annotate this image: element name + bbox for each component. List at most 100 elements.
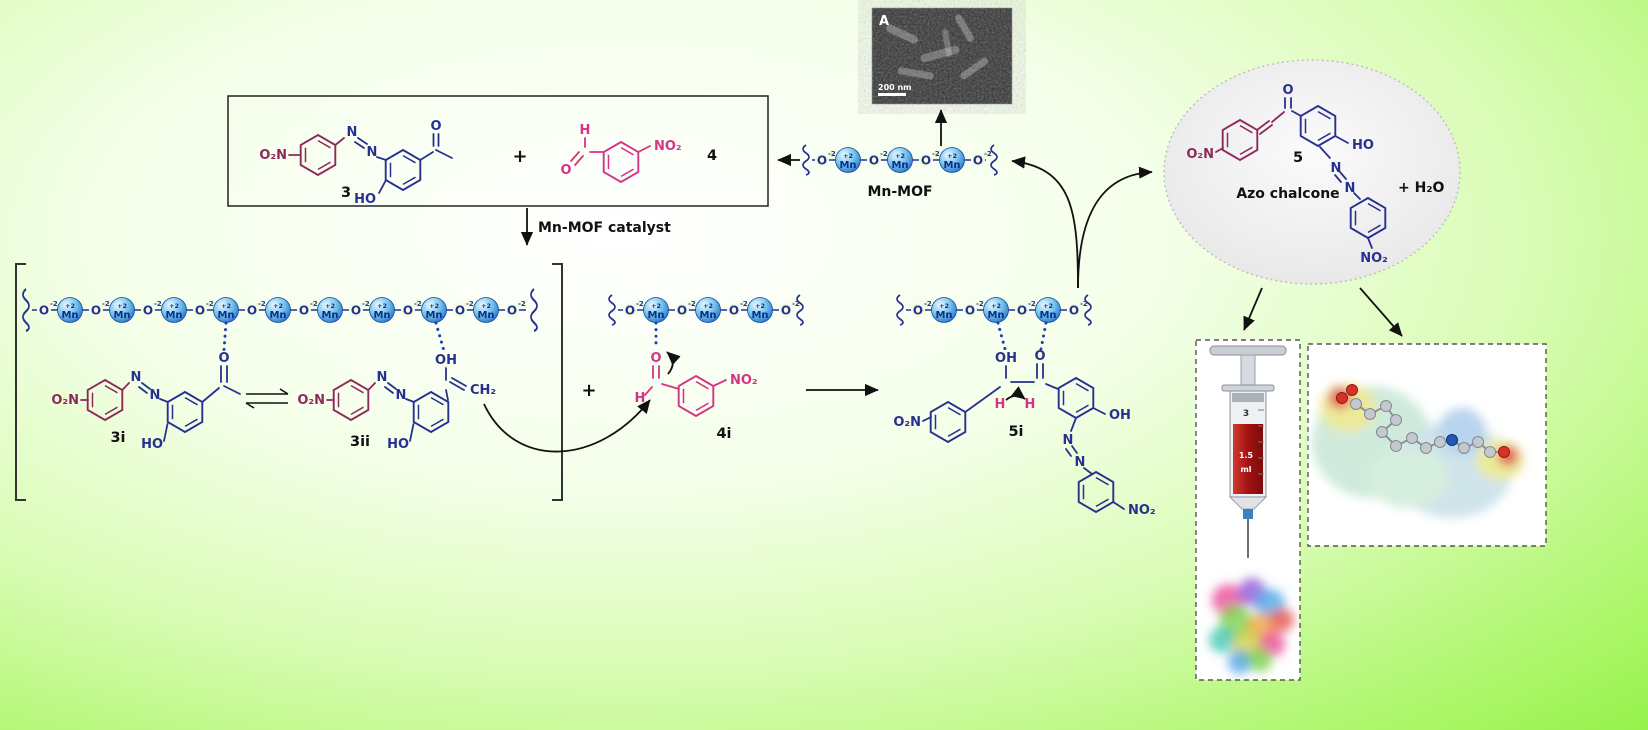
- compound-4: H O NO₂ 4: [560, 123, 717, 183]
- i5i-no2-label: NO₂: [1128, 503, 1156, 518]
- compound-3: O₂N N N HO O 3: [259, 119, 453, 207]
- i3ii-number: 3ii: [350, 434, 370, 450]
- p5-o2n-label: O₂N: [1186, 147, 1214, 162]
- mof-chain-left: [21, 287, 539, 353]
- esp-oxygen-atom3: [1498, 446, 1510, 458]
- bracket-left: [15, 263, 26, 501]
- needle-hub: [1243, 509, 1253, 519]
- syringe-illustration: 3 1.5 ml: [1209, 345, 1287, 558]
- intermediate-4i: O H NO₂ 4i: [635, 351, 758, 442]
- i4i-h-label: H: [635, 391, 646, 406]
- plus-sign-intermediates: +: [581, 380, 596, 401]
- i5i-o2n-label: O₂N: [893, 415, 921, 430]
- esp-panel: [1307, 343, 1547, 547]
- compound4-carbonyl-o: O: [560, 163, 571, 178]
- sem-scale-text: 200 nm: [878, 83, 912, 92]
- reactants-box: [227, 95, 769, 207]
- i3i-phenol-ring: [166, 391, 204, 433]
- curved-arrow-attack: [483, 399, 651, 453]
- compound3-carbonyl-o: O: [430, 119, 441, 134]
- compound4-no2-label: NO₂: [654, 139, 682, 154]
- sem-noise: [872, 8, 1012, 104]
- p5-ho-label: HO: [1352, 138, 1374, 153]
- i3i-nitrophenyl-ring: [86, 379, 124, 421]
- sem-scale-bar: [878, 93, 906, 96]
- compound3-azo-n2: N: [367, 145, 378, 160]
- plus-sign-box: +: [512, 146, 527, 167]
- i3i-azo-n1: N: [131, 370, 142, 385]
- i3ii-bonds: [326, 367, 467, 442]
- equilibrium-arrows: [245, 388, 289, 409]
- i3ii-nitrophenyl-ring: [332, 379, 370, 421]
- i4i-bonds: [644, 365, 727, 396]
- i5i-azo-n2: N: [1075, 455, 1086, 470]
- sem-panel-letter: A: [879, 14, 889, 29]
- i3i-bonds: [80, 365, 241, 442]
- esp-oxygen-atom: [1336, 392, 1348, 404]
- syringe-ticks: [1258, 409, 1264, 475]
- catalyst-regeneration-arrow: [1011, 156, 1079, 289]
- i5i-azo-ring: [1077, 471, 1115, 513]
- esp-nitrogen-atom: [1446, 434, 1458, 446]
- i5i-oh-top: OH: [995, 351, 1017, 366]
- i3i-o2n-label: O₂N: [51, 393, 79, 408]
- product-ellipse: [1163, 59, 1461, 285]
- electron-push-arrow: [666, 351, 681, 375]
- i5i-carbonyl-o: O: [1034, 349, 1045, 364]
- i4i-carbonyl-o: O: [650, 351, 661, 366]
- syringe-unit: ml: [1240, 465, 1251, 474]
- reactants-box-group: O₂N N N HO O 3 + H O: [227, 95, 769, 246]
- p5-water-label: + H₂O: [1398, 180, 1444, 196]
- i3i-carbonyl-o: O: [218, 351, 229, 366]
- i4i-ring: [677, 375, 715, 417]
- i3ii-phenol-ring: [412, 391, 450, 433]
- product-release-arrow: [1077, 166, 1153, 289]
- mof-chain-5i: [896, 294, 1092, 351]
- compound4-ring: [602, 141, 640, 183]
- i5i-oh-right: OH: [1109, 408, 1131, 423]
- intermediate-3ii: O₂N N N HO OH CH₂ 3ii: [297, 353, 496, 452]
- i3ii-ho-label: HO: [387, 437, 409, 452]
- i5i-azo-n1: N: [1063, 433, 1074, 448]
- i3i-number: 3i: [110, 430, 125, 446]
- p5-name: Azo chalcone: [1236, 186, 1339, 202]
- docking-panel: 3 1.5 ml: [1195, 339, 1301, 681]
- esp-oxygen-atom2: [1346, 384, 1358, 396]
- i5i-h2-label: H: [1025, 397, 1036, 412]
- compound3-ho-label: HO: [354, 192, 376, 207]
- p5-bonds: [1215, 97, 1373, 249]
- i3ii-azo-n2: N: [396, 388, 407, 403]
- compound4-h-label: H: [580, 123, 591, 138]
- p5-carbonyl-o: O: [1282, 83, 1293, 98]
- coordination-bond-5i-o: [1039, 321, 1048, 351]
- i5i-nitrophenyl-ring: [929, 401, 967, 443]
- compound3-number: 3: [341, 185, 351, 201]
- catalyst-label: Mn-MOF catalyst: [538, 220, 671, 236]
- syringe-mark-mid: 1.5: [1239, 451, 1254, 460]
- compound3-bonds: [288, 133, 453, 194]
- i3ii-ch2-label: CH₂: [470, 383, 496, 398]
- i4i-number: 4i: [716, 426, 731, 442]
- i3ii-azo-n1: N: [377, 370, 388, 385]
- arrow-to-esp: [1359, 287, 1403, 337]
- brackets: [15, 263, 563, 501]
- bracket-right: [552, 263, 563, 501]
- esp-molecule: [1336, 384, 1510, 458]
- product-ellipse-group: O₂N O HO N N NO₂ 5 Azo chalcone + H₂O: [1163, 59, 1461, 285]
- protein-surface: [1209, 578, 1294, 674]
- p5-number: 5: [1293, 150, 1303, 166]
- i3i-azo-n2: N: [150, 388, 161, 403]
- coordination-bond-3ii: [434, 321, 446, 353]
- intermediate-5i: OH O O₂N H H OH N N NO₂ 5i: [893, 349, 1155, 518]
- coordination-bond-3i: [222, 321, 228, 352]
- mof-name-label: Mn-MOF: [867, 184, 932, 200]
- compound3-azo-n1: N: [347, 125, 358, 140]
- compound3-phenol-ring: [384, 149, 422, 191]
- compound4-bonds: [570, 137, 651, 166]
- i3ii-o2n-label: O₂N: [297, 393, 325, 408]
- mof-chain-4i: [608, 294, 804, 351]
- p5-azo-n1: N: [1331, 161, 1342, 176]
- compound3-nitrophenyl-ring: [299, 134, 337, 176]
- compound3-o2n-label: O₂N: [259, 148, 287, 163]
